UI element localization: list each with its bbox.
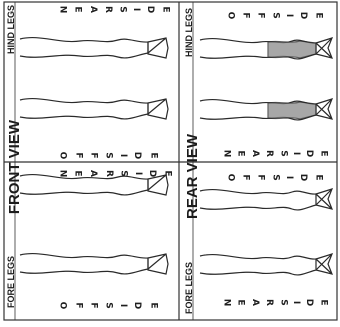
front-view-title: FRONT VIEW [6,120,23,214]
fore-legs-label-left: FORE LEGS [6,256,16,308]
side-label-letter: E [318,299,327,305]
side-label-letter: E [236,299,245,305]
side-label-letter: E [148,152,157,158]
side-label-letter: E [160,6,169,12]
side-label-letter: R [103,6,112,13]
side-label-letter: F [89,152,98,158]
side-label-letter: D [298,174,307,181]
side-label-letter: R [264,150,273,157]
front-hind-leg-upper [20,38,168,58]
side-label-letter: R [264,299,273,306]
rear-hind-leg-lower [200,99,332,120]
side-label-letter: S [104,152,113,158]
rear-view-title: REAR VIEW [184,134,201,219]
side-label-letter: I [291,152,300,155]
side-label-letter: E [313,12,322,18]
side-label-letter: N [57,6,66,14]
side-label-letter: E [148,302,157,308]
rear-hind-leg-upper [200,38,332,59]
side-label-letter: E [73,170,82,176]
side-label-letter: I [291,301,300,304]
side-label-letter: I [133,172,142,175]
side-label-letter: S [270,174,279,180]
side-label-letter: F [73,152,82,158]
side-label-letter: I [284,14,293,17]
side-label-letter: N [57,170,66,178]
fore-legs-label-right: FORE LEGS [184,262,194,314]
hind-legs-label-right: HIND LEGS [184,8,194,57]
side-label-letter: E [313,174,322,180]
front-hind-leg-lower [20,99,168,119]
side-label-letter: E [73,6,82,12]
side-label-letter: A [250,299,259,306]
side-label-letter: F [241,12,250,18]
side-label-letter: E [318,150,327,156]
side-label-letter: D [147,170,156,177]
side-label-letter: S [270,12,279,18]
side-label-letter: F [89,302,98,308]
side-label-letter: A [88,6,97,13]
side-label-letter: F [256,12,265,18]
front-fore-leg-lower [20,254,168,274]
side-label-letter: S [119,170,128,176]
side-label-letter: O [57,302,66,310]
side-label-letter: E [162,170,171,176]
side-label-letter: S [104,302,113,308]
side-label-letter: R [104,170,113,177]
side-label-letter: N [221,150,230,158]
side-label-letter: D [132,152,141,159]
side-label-letter: F [256,174,265,180]
side-label-letter: A [250,150,259,157]
side-label-letter: S [279,150,288,156]
side-label-letter: O [225,174,234,182]
side-label-letter: A [88,170,97,177]
side-label-letter: D [132,302,141,309]
side-label-letter: N [221,299,230,307]
rear-fore-leg-upper [200,189,332,210]
side-label-letter: O [57,152,66,160]
side-label-letter: I [131,8,140,11]
side-label-letter: D [304,150,313,157]
side-label-letter: O [225,12,234,20]
side-label-letter: F [73,302,82,308]
side-label-letter: I [284,176,293,179]
side-label-letter: S [279,299,288,305]
side-label-letter: I [118,304,127,307]
side-label-letter: F [241,174,250,180]
side-label-letter: S [118,6,127,12]
side-label-letter: D [304,299,313,306]
rear-fore-leg-lower [200,254,332,275]
side-label-letter: E [236,150,245,156]
hind-legs-label-left: HIND LEGS [6,5,16,54]
side-label-letter: D [145,6,154,13]
side-label-letter: I [118,154,127,157]
side-label-letter: D [298,12,307,19]
